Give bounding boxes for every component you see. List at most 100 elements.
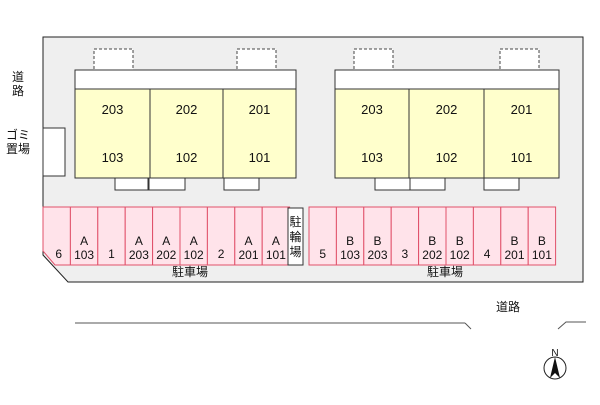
parking-space	[97, 206, 126, 266]
entrance-step	[114, 177, 149, 191]
parking-space-unit: 202	[422, 248, 442, 262]
parking-space-unit: 201	[504, 248, 524, 262]
parking-space	[445, 206, 474, 266]
parking-space	[261, 206, 291, 266]
unit-number-lower: 101	[249, 150, 271, 165]
parking-space-building: A	[190, 234, 198, 248]
trash-area	[42, 127, 66, 177]
trash-label-2: 置場	[6, 142, 30, 156]
balcony	[93, 48, 134, 71]
parking-space-unit: 102	[450, 248, 470, 262]
parking-space	[69, 206, 99, 266]
parking-space-number: 2	[218, 247, 225, 261]
unit-number-upper: 203	[102, 102, 124, 117]
parking-space-unit: 101	[532, 248, 552, 262]
building-right: 203 103 202 102 201 101	[334, 48, 560, 191]
apartment-unit	[334, 88, 410, 179]
parking-space-building: B	[428, 234, 436, 248]
parking-space-building: A	[272, 234, 280, 248]
entrance-step	[409, 177, 446, 191]
balcony	[499, 48, 540, 71]
unit-number-upper: 202	[176, 102, 198, 117]
parking-space-unit: 103	[340, 248, 360, 262]
parking-space	[206, 206, 236, 266]
parking-space	[308, 206, 337, 266]
bicycle-label-2: 輪	[289, 229, 301, 244]
apartment-unit	[483, 88, 560, 179]
parking-space-unit: 203	[367, 248, 387, 262]
parking-space-building: B	[373, 234, 381, 248]
parking-space-unit: 103	[74, 248, 94, 262]
unit-number-lower: 103	[361, 150, 383, 165]
parking-space-unit: 201	[238, 248, 258, 262]
parking-space-number: 4	[484, 247, 491, 261]
parking-space-building: A	[162, 234, 170, 248]
apartment-unit	[408, 88, 485, 179]
north-pointer-icon	[550, 357, 560, 378]
building-left: 203 103 202 102 201 101	[74, 48, 297, 191]
apartment-unit	[222, 88, 297, 179]
unit-number-lower: 102	[176, 150, 198, 165]
bicycle-label-3: 場	[289, 245, 301, 259]
parking-space	[335, 206, 365, 266]
entrance-step	[374, 177, 411, 191]
entrance-step	[223, 177, 260, 191]
parking-space-building: A	[135, 234, 143, 248]
parking-space-number: 6	[55, 247, 62, 261]
parking-space	[363, 206, 392, 266]
parking-space-building: B	[538, 234, 546, 248]
north-arrow: N	[543, 348, 567, 380]
unit-number-lower: 102	[436, 150, 458, 165]
parking-space-building: A	[244, 234, 252, 248]
unit-number-upper: 201	[249, 102, 271, 117]
parking-space	[179, 206, 208, 266]
bicycle-label-1: 駐	[289, 214, 301, 229]
parking-space-number: 5	[319, 247, 326, 261]
parking-space-building: B	[456, 234, 464, 248]
road-edge-right-corner	[557, 321, 586, 330]
unit-number-upper: 203	[361, 102, 383, 117]
parking-space	[42, 206, 71, 266]
parking-label-right: 駐車場	[427, 264, 463, 279]
parking-space-building: A	[80, 234, 88, 248]
unit-number-lower: 103	[102, 150, 124, 165]
parking-space-unit: 203	[129, 248, 149, 262]
parking-space-number: 3	[402, 247, 409, 261]
bicycle-parking	[287, 207, 304, 266]
north-label: N	[551, 348, 558, 359]
parking-label-left: 駐車場	[172, 264, 208, 279]
parking-space-unit: 102	[184, 248, 204, 262]
parking-space-unit: 101	[266, 248, 286, 262]
unit-number-upper: 201	[511, 102, 533, 117]
roof-canopy	[334, 69, 560, 90]
parking-space-number: 1	[108, 247, 115, 261]
parking-space	[472, 206, 502, 266]
unit-number-lower: 101	[511, 150, 533, 165]
road-label-bottom: 道路	[496, 299, 520, 314]
road-label-left-2: 路	[12, 83, 24, 98]
entrance-step	[483, 177, 520, 191]
parking-space	[527, 206, 557, 266]
road-edge-bottom-corner	[464, 322, 472, 330]
parking-space	[500, 206, 529, 266]
balcony	[353, 48, 394, 71]
road-label-left-1: 道	[12, 70, 24, 84]
parking-space-unit: 202	[156, 248, 176, 262]
trash-label-1: ゴミ	[6, 127, 30, 142]
unit-number-upper: 202	[436, 102, 458, 117]
parking-space	[390, 206, 420, 266]
parking-space	[152, 206, 181, 266]
parking-space-building: B	[346, 234, 354, 248]
apartment-unit	[149, 88, 224, 179]
balcony	[236, 48, 277, 71]
parking-space	[124, 206, 154, 266]
parking-space	[418, 206, 447, 266]
parking-space	[234, 206, 263, 266]
buildings: 203 103 202 102 201 101 203 103 202 102 201 101	[74, 48, 560, 191]
parking-space-building: B	[510, 234, 518, 248]
entrance-step	[148, 177, 186, 191]
